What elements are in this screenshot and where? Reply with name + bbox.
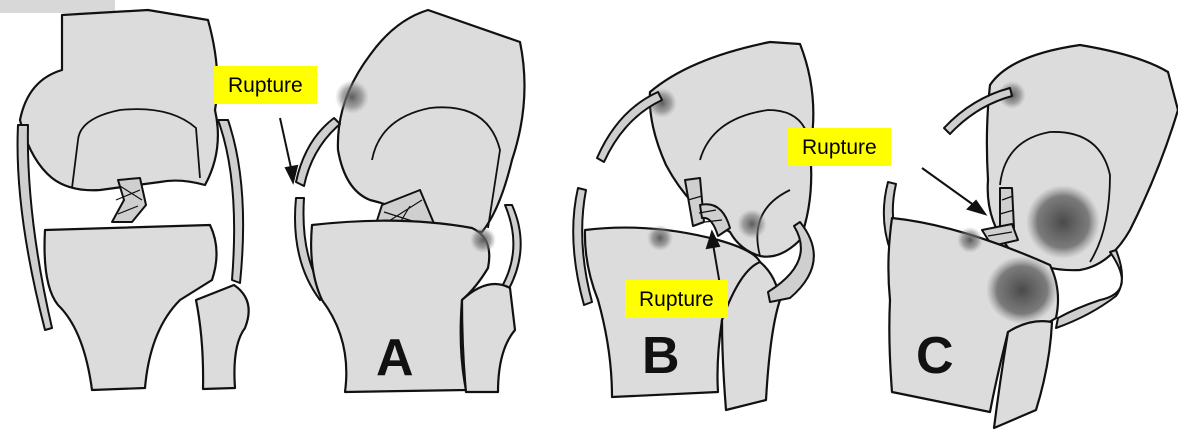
bone-bruise-large	[986, 256, 1058, 324]
cruciate-ligament-torn	[1000, 188, 1014, 228]
bone-bruise	[470, 227, 496, 253]
femur	[20, 10, 218, 190]
rupture-label-c: Rupture	[788, 128, 891, 166]
bone-bruise	[957, 227, 983, 253]
panel-label-a: A	[376, 332, 414, 384]
bone-bruise	[647, 225, 673, 251]
bone-bruise	[737, 209, 767, 239]
rupture-label-a: Rupture	[214, 66, 317, 104]
rupture-label-b: Rupture	[625, 280, 728, 318]
bone-bruise-large	[1026, 185, 1100, 259]
femur	[338, 10, 525, 232]
bone-bruise	[335, 80, 369, 114]
ligament-upper-torn	[296, 118, 340, 186]
lateral-collateral-ligament	[218, 120, 243, 283]
cruciate-ligament-torn	[685, 178, 704, 226]
tibia	[45, 225, 217, 390]
fibula	[462, 284, 515, 392]
knee-b	[573, 42, 814, 410]
fibula	[196, 285, 249, 389]
panel-label-b: B	[642, 330, 680, 382]
lateral-collateral-ligament	[500, 205, 521, 294]
panel-label-c: C	[916, 330, 954, 382]
